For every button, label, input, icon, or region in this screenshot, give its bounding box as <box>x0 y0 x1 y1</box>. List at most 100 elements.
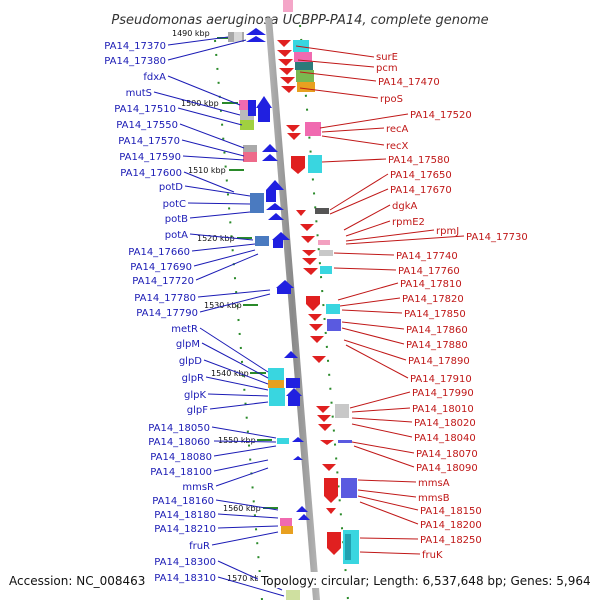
gene-label[interactable]: PA14_17370 <box>104 41 166 52</box>
gene-label[interactable]: PA14_17550 <box>116 120 178 131</box>
leader-line <box>333 252 395 256</box>
gene-label[interactable]: PA14_17660 <box>128 247 190 258</box>
gene-label[interactable]: PA14_18070 <box>416 449 478 460</box>
gene-label[interactable]: fdxA <box>143 72 166 83</box>
gene-arrow <box>310 336 324 343</box>
gene-label[interactable]: glpR <box>182 373 204 384</box>
gene-label[interactable]: mmsB <box>418 493 450 504</box>
gene-label[interactable]: PA14_18060 <box>148 437 210 448</box>
leader-line <box>189 233 254 241</box>
gene-label[interactable]: mutS <box>126 88 152 99</box>
feature-blocks <box>228 0 359 600</box>
leader-line <box>351 423 413 438</box>
gene-label[interactable]: PA14_18160 <box>152 496 214 507</box>
gene-label[interactable]: PA14_17810 <box>400 279 462 290</box>
gene-label[interactable]: PA14_17860 <box>406 325 468 336</box>
gene-label[interactable]: PA14_18180 <box>154 510 216 521</box>
gene-label[interactable]: PA14_18040 <box>414 433 476 444</box>
gene-label[interactable]: glpD <box>179 356 202 367</box>
gene-label[interactable]: PA14_17580 <box>388 155 450 166</box>
gene-label[interactable]: PA14_17470 <box>378 77 440 88</box>
feature-block <box>283 0 293 12</box>
gene-label[interactable]: rpoS <box>380 94 403 105</box>
gene-label[interactable]: mmsR <box>182 482 214 493</box>
gene-label[interactable]: dgkA <box>392 201 417 212</box>
gene-label[interactable]: potC <box>163 199 186 210</box>
gene-arrow <box>302 258 317 265</box>
gene-arrow <box>256 96 272 108</box>
gene-label[interactable]: PA14_17890 <box>408 356 470 367</box>
gene-label[interactable]: PA14_17380 <box>104 56 166 67</box>
kbp-label: 1520 kbp <box>197 234 235 243</box>
gene-label[interactable]: glpK <box>184 390 206 401</box>
gene-label[interactable]: pcm <box>376 63 398 74</box>
gene-label[interactable]: glpF <box>187 405 208 416</box>
gene-label[interactable]: PA14_17990 <box>412 388 474 399</box>
gene-label[interactable]: PA14_18250 <box>420 535 482 546</box>
gene-label[interactable]: PA14_17520 <box>410 110 472 121</box>
gene-arrow <box>309 324 323 331</box>
gene-label[interactable]: recX <box>386 141 409 152</box>
gene-label[interactable]: PA14_18310 <box>154 573 216 584</box>
gene-label[interactable]: PA14_18080 <box>150 452 212 463</box>
gene-label[interactable]: PA14_17780 <box>134 293 196 304</box>
gene-label[interactable]: PA14_18150 <box>420 506 482 517</box>
gene-label[interactable]: rpmJ <box>436 226 459 237</box>
leader-line <box>195 253 259 281</box>
gene-label[interactable]: PA14_18090 <box>416 463 478 474</box>
gene-arrow <box>272 232 290 240</box>
gene-arrow <box>280 77 295 84</box>
gene-label[interactable]: PA14_17690 <box>130 262 192 273</box>
gene-label[interactable]: PA14_17510 <box>114 104 176 115</box>
gene-label[interactable]: potD <box>159 182 183 193</box>
leader-line <box>189 211 251 219</box>
gene-label[interactable]: PA14_17670 <box>390 185 452 196</box>
gene-label[interactable]: PA14_17740 <box>396 251 458 262</box>
gene-label[interactable]: potB <box>165 214 188 225</box>
gene-label[interactable]: PA14_17720 <box>132 276 194 287</box>
gene-label[interactable]: metR <box>171 324 198 335</box>
leader-line <box>357 495 419 511</box>
gene-label[interactable]: PA14_17730 <box>466 232 528 243</box>
gene-label[interactable]: PA14_17880 <box>406 340 468 351</box>
gene-label[interactable]: rpmE2 <box>392 217 425 228</box>
gene-label[interactable]: fruR <box>189 541 210 552</box>
leader-line <box>341 321 405 330</box>
leader-line <box>184 185 251 197</box>
gene-label[interactable]: glpM <box>176 339 200 350</box>
gene-label[interactable]: PA14_17850 <box>404 309 466 320</box>
gene-label[interactable]: recA <box>386 124 409 135</box>
gene-label[interactable]: PA14_17910 <box>410 374 472 385</box>
gene-label[interactable]: PA14_18200 <box>420 520 482 531</box>
leader-line <box>297 59 375 68</box>
leader-line <box>329 188 389 215</box>
gene-arrow <box>266 203 284 210</box>
gene-arrow <box>322 464 336 471</box>
gene-label[interactable]: PA14_17760 <box>398 266 460 277</box>
gene-label[interactable]: fruK <box>422 550 443 561</box>
gene-label[interactable]: PA14_18100 <box>150 467 212 478</box>
gene-label[interactable]: PA14_17650 <box>390 170 452 181</box>
gene-label[interactable]: PA14_17590 <box>119 152 181 163</box>
gene-label[interactable]: PA14_18020 <box>414 418 476 429</box>
gene-label[interactable]: PA14_17570 <box>118 136 180 147</box>
gene-label[interactable]: PA14_18300 <box>154 557 216 568</box>
gene-label[interactable]: PA14_18210 <box>154 524 216 535</box>
feature-block <box>345 534 351 560</box>
leader-line <box>217 525 279 529</box>
feature-block <box>318 240 330 245</box>
gene-label[interactable]: PA14_17820 <box>402 294 464 305</box>
feature-block <box>281 526 293 534</box>
leader-line <box>211 531 279 546</box>
gene-label[interactable]: PA14_18050 <box>148 423 210 434</box>
leader-line <box>205 376 269 391</box>
gene-label[interactable]: mmsA <box>418 478 450 489</box>
left-gene-labels: PA14_17370 PA14_17380 fdxA mutS PA14_175… <box>104 41 216 584</box>
gene-arrow <box>277 288 291 294</box>
gene-label[interactable]: potA <box>165 230 188 241</box>
gene-label[interactable]: PA14_18010 <box>412 404 474 415</box>
gene-arrow <box>268 213 284 220</box>
gene-label[interactable]: PA14_17600 <box>120 168 182 179</box>
gene-label[interactable]: PA14_17790 <box>136 308 198 319</box>
gene-label[interactable]: surE <box>376 52 398 63</box>
